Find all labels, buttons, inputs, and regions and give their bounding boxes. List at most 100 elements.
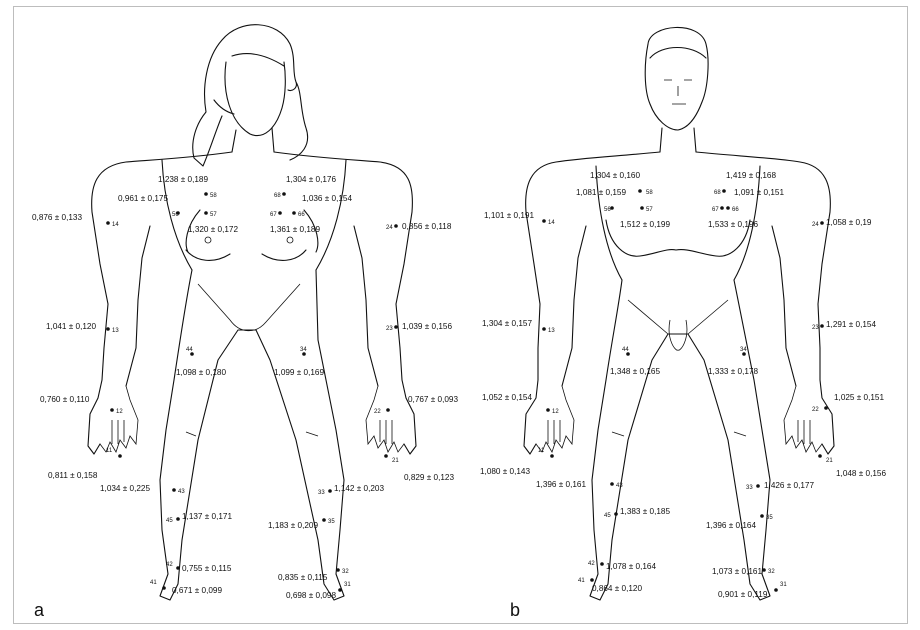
measurement-point-14-b: 14 1,101 ± 0,191 [484,211,555,226]
point-number: 34 [740,347,747,353]
point-number: 34 [300,347,307,353]
point-marker [172,488,176,492]
point-number: 22 [374,409,381,415]
point-marker [614,512,618,516]
point-value: 1,426 ± 0,177 [764,481,814,490]
measurement-point-35-a: 351,183 ± 0,209 [268,518,335,530]
measurement-point-57-b: 571,512 ± 0,199 [620,206,670,229]
point-marker [106,327,110,331]
point-value: 1,512 ± 0,199 [620,220,670,229]
point-number: 35 [766,515,773,521]
point-marker [292,211,296,215]
female-figure [88,25,416,600]
point-value: 1,183 ± 0,209 [268,521,318,530]
point-number: 33 [746,485,753,491]
point-number: 45 [604,513,611,519]
point-number: 12 [552,409,559,415]
point-number: 21 [392,458,399,464]
point-number: 68 [274,193,281,199]
point-number: 43 [616,483,623,489]
point-number: 32 [768,569,775,575]
point-value: 1,099 ± 0,169 [274,368,324,377]
point-number: 56 [604,207,611,213]
measurement-point-45-b: 45 1,383 ± 0,185 [604,507,670,519]
point-value: 1,396 ± 0,161 [536,480,586,489]
measurement-point-42-b: 42 1,078 ± 0,164 [588,561,656,571]
point-number: 23 [386,326,393,332]
measurement-point-44-a: 441,098 ± 0,180 [176,347,226,377]
measurement-point-33-b: 33 1,426 ± 0,177 [746,481,814,491]
point-value: 1,091 ± 0,151 [734,188,784,197]
measurement-point-14-a: 140,876 ± 0,133 [32,213,119,228]
point-number: 31 [344,582,351,588]
point-value: 1,078 ± 0,164 [606,562,656,571]
point-value: 1,238 ± 0,189 [158,175,208,184]
point-number: 42 [588,561,595,567]
measurement-point-12-a: 12 0,760 ± 0,110 [40,395,123,415]
point-value: 1,034 ± 0,225 [100,484,150,493]
point-value: 1,039 ± 0,156 [402,322,452,331]
measurement-point-13-a: 131,041 ± 0,120 [46,322,119,334]
point-marker [386,408,390,412]
point-value: 1,137 ± 0,171 [182,512,232,521]
point-marker [118,454,122,458]
point-number: 33 [318,490,325,496]
point-value: 0,760 ± 0,110 [40,395,90,404]
measurement-point-44-b: 441,348 ± 0,165 [610,347,660,376]
measurement-point-66-b: 661,091 ± 0,151 [726,188,784,213]
measurement-point-34-b: 34 1,333 ± 0,178 [708,347,758,376]
point-marker [328,489,332,493]
point-value: 0,811 ± 0,158 [48,471,98,480]
point-number: 57 [210,212,217,218]
point-number: 21 [826,458,833,464]
point-marker [774,588,778,592]
point-number: 12 [116,409,123,415]
point-marker [760,514,764,518]
point-value: 0,864 ± 0,120 [592,584,642,593]
point-marker [106,221,110,225]
point-value: 1,533 ± 0,196 [708,220,758,229]
measurement-point-21-a: 21 0,829 ± 0,123 [384,454,454,482]
point-marker [820,221,824,225]
point-marker [110,408,114,412]
point-number: 67 [270,212,277,218]
point-value: 1,036 ± 0,154 [302,194,352,203]
point-marker [338,588,342,592]
point-value: 1,058 ± 0,19 [826,218,872,227]
point-number: 45 [166,518,173,524]
point-marker [590,578,594,582]
point-value: 1,304 ± 0,157 [482,319,532,328]
point-marker [204,192,208,196]
point-value: 1,361 ± 0,189 [270,225,320,234]
measurement-point-22-a: 220,767 ± 0,093 [374,395,458,415]
point-value: 1,101 ± 0,191 [484,211,534,220]
point-value: 1,333 ± 0,178 [708,367,758,376]
point-value: 1,304 ± 0,160 [590,171,640,180]
measurement-point-56-b: 561,081 ± 0,159 [576,188,626,213]
point-number: 24 [812,222,819,228]
measurement-point-42-a: 420,755 ± 0,115 [166,562,232,573]
measurement-point-22-b: 221,025 ± 0,151 [812,393,884,413]
point-marker [610,482,614,486]
point-value: 1,052 ± 0,154 [482,393,532,402]
point-marker [278,211,282,215]
point-marker [282,192,286,196]
point-number: 22 [812,407,819,413]
measurement-point-11-b: 111,080 ± 0,143 [480,448,554,476]
point-value: 1,073 ± 0,161 [712,567,762,576]
point-value: 0,829 ± 0,123 [404,473,454,482]
point-marker [638,189,642,193]
point-marker [600,562,604,566]
measurement-point-21-b: 211,048 ± 0,156 [818,454,886,478]
point-marker [726,206,730,210]
point-value: 1,396 ± 0,164 [706,521,756,530]
point-marker [824,406,828,410]
point-number: 14 [112,222,119,228]
point-marker [394,224,398,228]
point-value: 1,383 ± 0,185 [620,507,670,516]
point-value: 0,856 ± 0,118 [402,222,452,231]
point-number: 14 [548,220,555,226]
point-number: 32 [342,569,349,575]
